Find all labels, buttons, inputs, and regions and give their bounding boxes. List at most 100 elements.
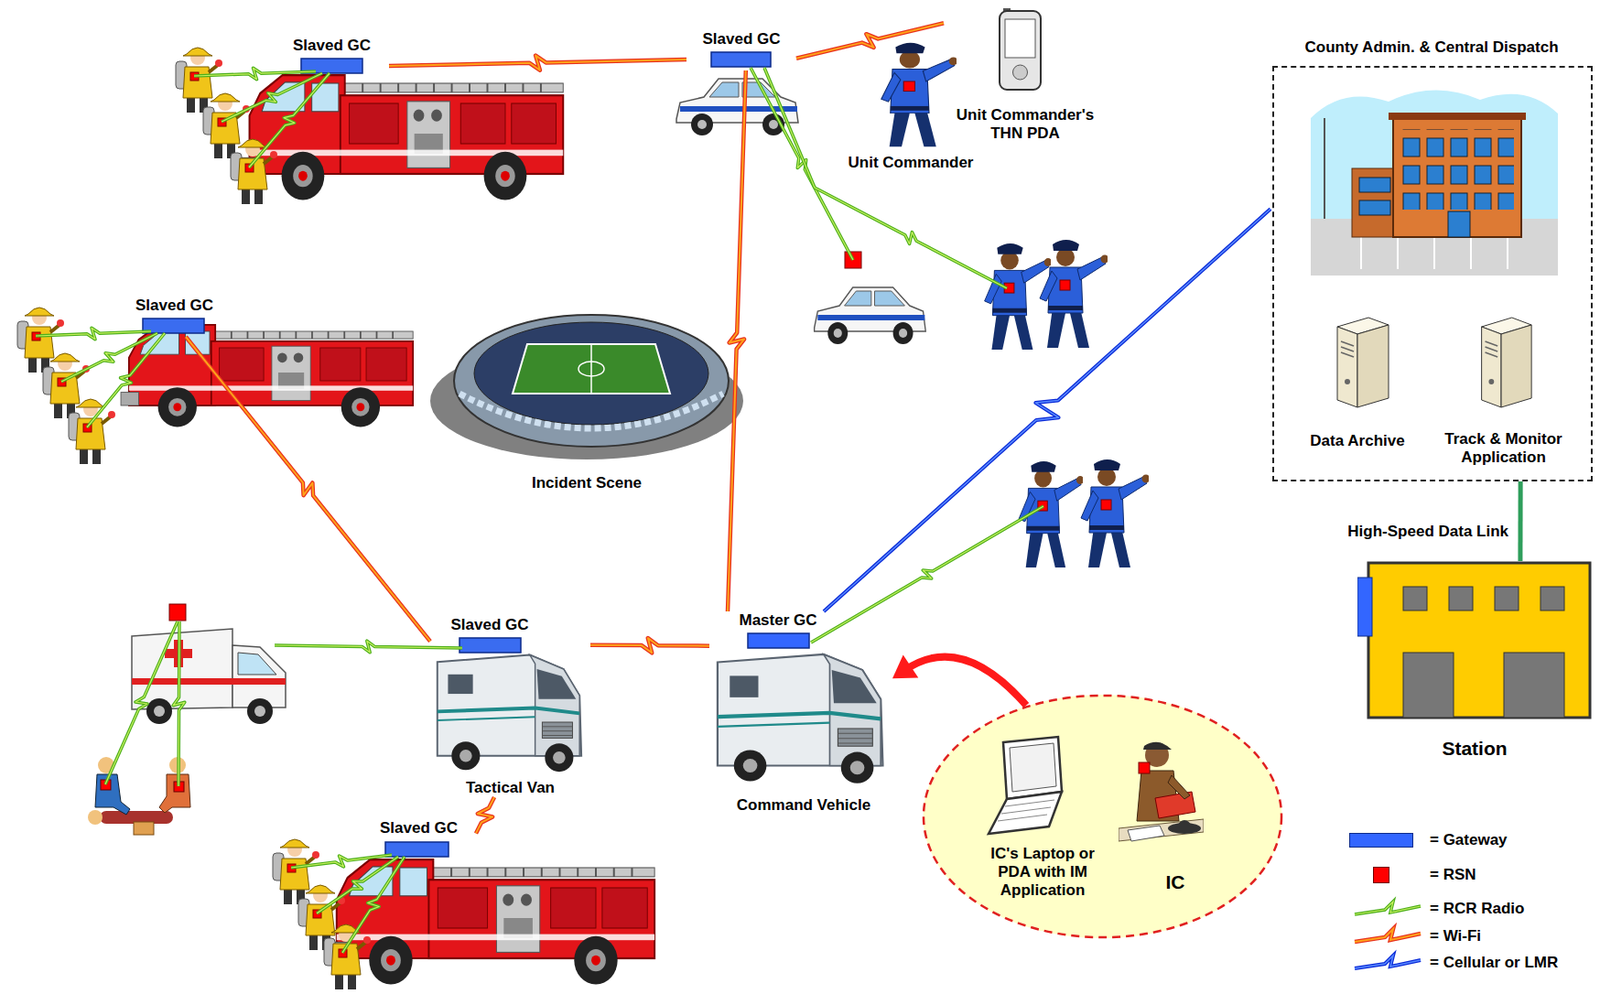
- paramedics: [87, 756, 191, 835]
- stadium: [430, 314, 744, 460]
- node-label: Master GC: [738, 611, 817, 630]
- rcr-radio-link: [750, 67, 854, 260]
- rcr-radio-link: [194, 67, 316, 79]
- label-slot: County Admin. & Central Dispatch: [1300, 38, 1563, 57]
- legend-wifi-sample: [1354, 929, 1421, 942]
- firefighter: [203, 93, 250, 159]
- wifi-link: [590, 637, 710, 653]
- incident-scene: Incident Scene: [428, 305, 746, 493]
- data-link: [1517, 481, 1523, 562]
- legend-label: = RCR Radio: [1429, 899, 1525, 919]
- gateway: [142, 318, 205, 334]
- unit-commander-figure: [881, 43, 959, 147]
- gateway: [385, 842, 449, 857]
- label-slot: Unit Commander's THN PDA: [943, 106, 1107, 143]
- legend-swatch: [1372, 866, 1390, 884]
- rcr-radio-link: [764, 67, 1007, 289]
- label-slot: IC: [1162, 871, 1190, 895]
- node-label: Station: [1441, 737, 1507, 761]
- label-slot: High-Speed Data Link: [1344, 522, 1512, 541]
- label-slot: Unit Commander: [844, 153, 978, 173]
- rcr-radio-link: [194, 67, 316, 79]
- ic-group-ellipse: IC's Laptop or PDA with IM Application IC: [921, 693, 1284, 940]
- curve-connector: [892, 654, 1027, 705]
- label-slot: = RCR Radio: [1429, 899, 1525, 919]
- legend-label: = Wi-Fi: [1429, 927, 1482, 946]
- wifi-link: [475, 797, 495, 833]
- firefighter: [17, 307, 65, 373]
- label-slot: Track & Monitor Application: [1427, 430, 1581, 467]
- gateway-label-box: Slaved GC: [274, 36, 390, 77]
- server-node: Data Archive: [1297, 311, 1417, 451]
- node-label: County Admin. & Central Dispatch: [1304, 38, 1558, 57]
- node-label: IC: [1166, 871, 1186, 895]
- wifi-connector: [796, 22, 944, 59]
- label-slot: Slaved GC: [376, 819, 463, 838]
- firefighter: [324, 924, 371, 990]
- rcr-radio-link: [342, 856, 405, 953]
- police-officer: [1081, 459, 1151, 568]
- gateway-label-box: Slaved GC: [686, 30, 797, 71]
- rcr-radio-link: [172, 621, 185, 787]
- node-label: Data Archive: [1309, 432, 1405, 451]
- server-tower: [1337, 317, 1389, 408]
- firefighter: [272, 839, 320, 905]
- laptop: [988, 736, 1062, 834]
- gateway-label-box: Slaved GC: [361, 819, 476, 860]
- label-slot: Command Vehicle: [733, 796, 876, 815]
- rcr-radio-link: [86, 333, 165, 428]
- label-slot: Slaved GC: [289, 36, 376, 55]
- node-label: Slaved GC: [379, 819, 458, 838]
- node-label: Track & Monitor Application: [1430, 430, 1578, 467]
- label-slot: = RSN: [1429, 865, 1477, 885]
- wifi-connector: [590, 637, 710, 653]
- firefighter: [298, 885, 346, 951]
- firefighter: [230, 139, 278, 205]
- rcr-radio-link: [35, 327, 152, 339]
- fire-truck: [327, 859, 655, 984]
- gateway-label-box: Slaved GC: [117, 296, 232, 337]
- vehicle-node: Master GC Command Vehicle: [709, 611, 893, 815]
- rcr-radio-link: [342, 856, 405, 953]
- label-slot: Tactical Van: [462, 778, 560, 798]
- node-label: Unit Commander: [848, 153, 974, 173]
- county-building: [1310, 89, 1558, 276]
- label-slot: Data Archive: [1306, 432, 1409, 451]
- legend-swatch: [1349, 832, 1414, 848]
- rcr-radio-link: [291, 854, 392, 868]
- rcr-radio-link: [248, 73, 330, 168]
- wifi-link: [185, 336, 431, 642]
- rcr-radio-link: [35, 327, 152, 339]
- pda-device-node: Unit Commander's THN PDA: [943, 3, 1107, 143]
- node-label: Unit Commander's THN PDA: [947, 106, 1103, 143]
- wifi-connector: [475, 797, 495, 833]
- rcr-radio-link: [248, 73, 330, 168]
- cell-link: [823, 208, 1271, 612]
- rcr-radio-link: [810, 506, 1044, 643]
- node-label: Slaved GC: [292, 36, 371, 55]
- label-slot: = Gateway: [1429, 831, 1508, 850]
- wifi-link: [185, 336, 431, 642]
- rcr-radio-link: [750, 67, 854, 260]
- rcr-radio-link: [105, 621, 178, 785]
- node-label: Tactical Van: [465, 778, 555, 798]
- arrow-head: [892, 654, 919, 679]
- edge-label: High-Speed Data Link: [1344, 522, 1512, 541]
- node-label: Slaved GC: [450, 616, 529, 635]
- server-tower: [1481, 317, 1533, 408]
- gateway: [747, 633, 810, 649]
- ellipse-outline: [921, 693, 1284, 940]
- police-officer: [1039, 239, 1110, 348]
- rcr-radio-link: [105, 621, 178, 785]
- pda-device: [999, 8, 1041, 90]
- legend-wifi-sample: [1354, 929, 1421, 942]
- fire-truck: [120, 324, 413, 428]
- firefighter: [68, 399, 116, 465]
- node-label: Command Vehicle: [736, 796, 871, 815]
- legend-label: = RSN: [1429, 865, 1477, 885]
- vehicle-node: Slaved GC Tactical Van: [430, 616, 591, 798]
- label-slot: IC's Laptop or PDA with IM Application: [974, 844, 1111, 900]
- node-label: Incident Scene: [531, 474, 642, 493]
